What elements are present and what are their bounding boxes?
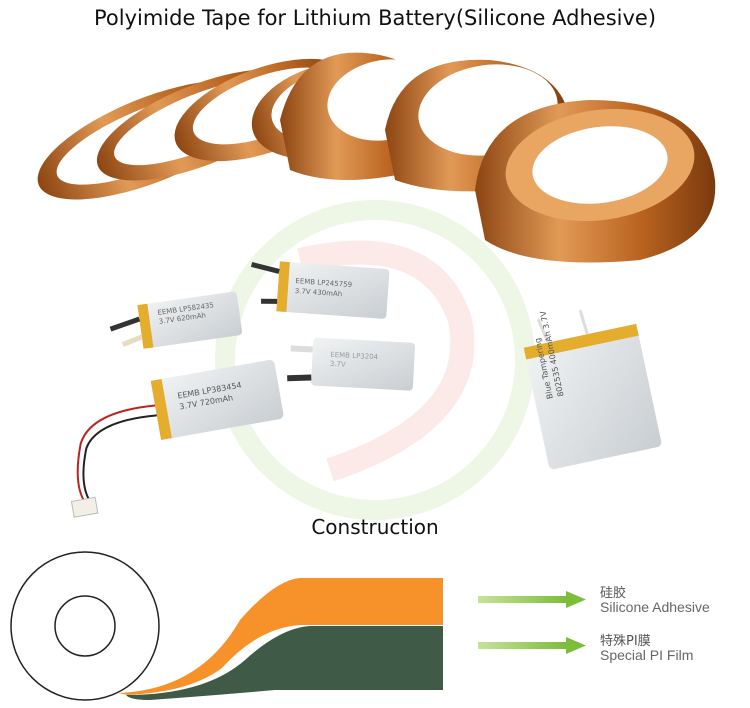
tape-rolls — [37, 52, 716, 263]
legend-label-cn: 硅胶 — [600, 586, 627, 601]
battery-label-2: EEMB LP245759 3.7V 430mAh — [294, 276, 352, 300]
legend-label-en: Silicone Adhesive — [600, 599, 710, 615]
legend-label-en: Special PI Film — [600, 647, 694, 663]
adhesive-layer — [118, 578, 443, 695]
legend-arrows — [478, 591, 586, 654]
battery-2 — [250, 261, 390, 319]
batteries — [70, 261, 662, 518]
film-layer — [126, 626, 443, 700]
battery-5 — [523, 309, 662, 470]
legend-label-cn: 特殊PI膜 — [600, 634, 651, 649]
page-title: Polyimide Tape for Lithium Battery(Silic… — [93, 6, 657, 30]
battery-1 — [109, 291, 243, 349]
section-title: Construction — [311, 515, 439, 539]
battery-label-4: EEMB LP3204 3.7V — [330, 351, 379, 371]
battery-4 — [287, 337, 416, 391]
roll-core-circle — [54, 595, 116, 657]
construction-diagram — [10, 551, 443, 701]
tape-roll-7 — [475, 100, 716, 263]
watermark-logo — [215, 200, 535, 520]
battery-3 — [70, 359, 284, 518]
